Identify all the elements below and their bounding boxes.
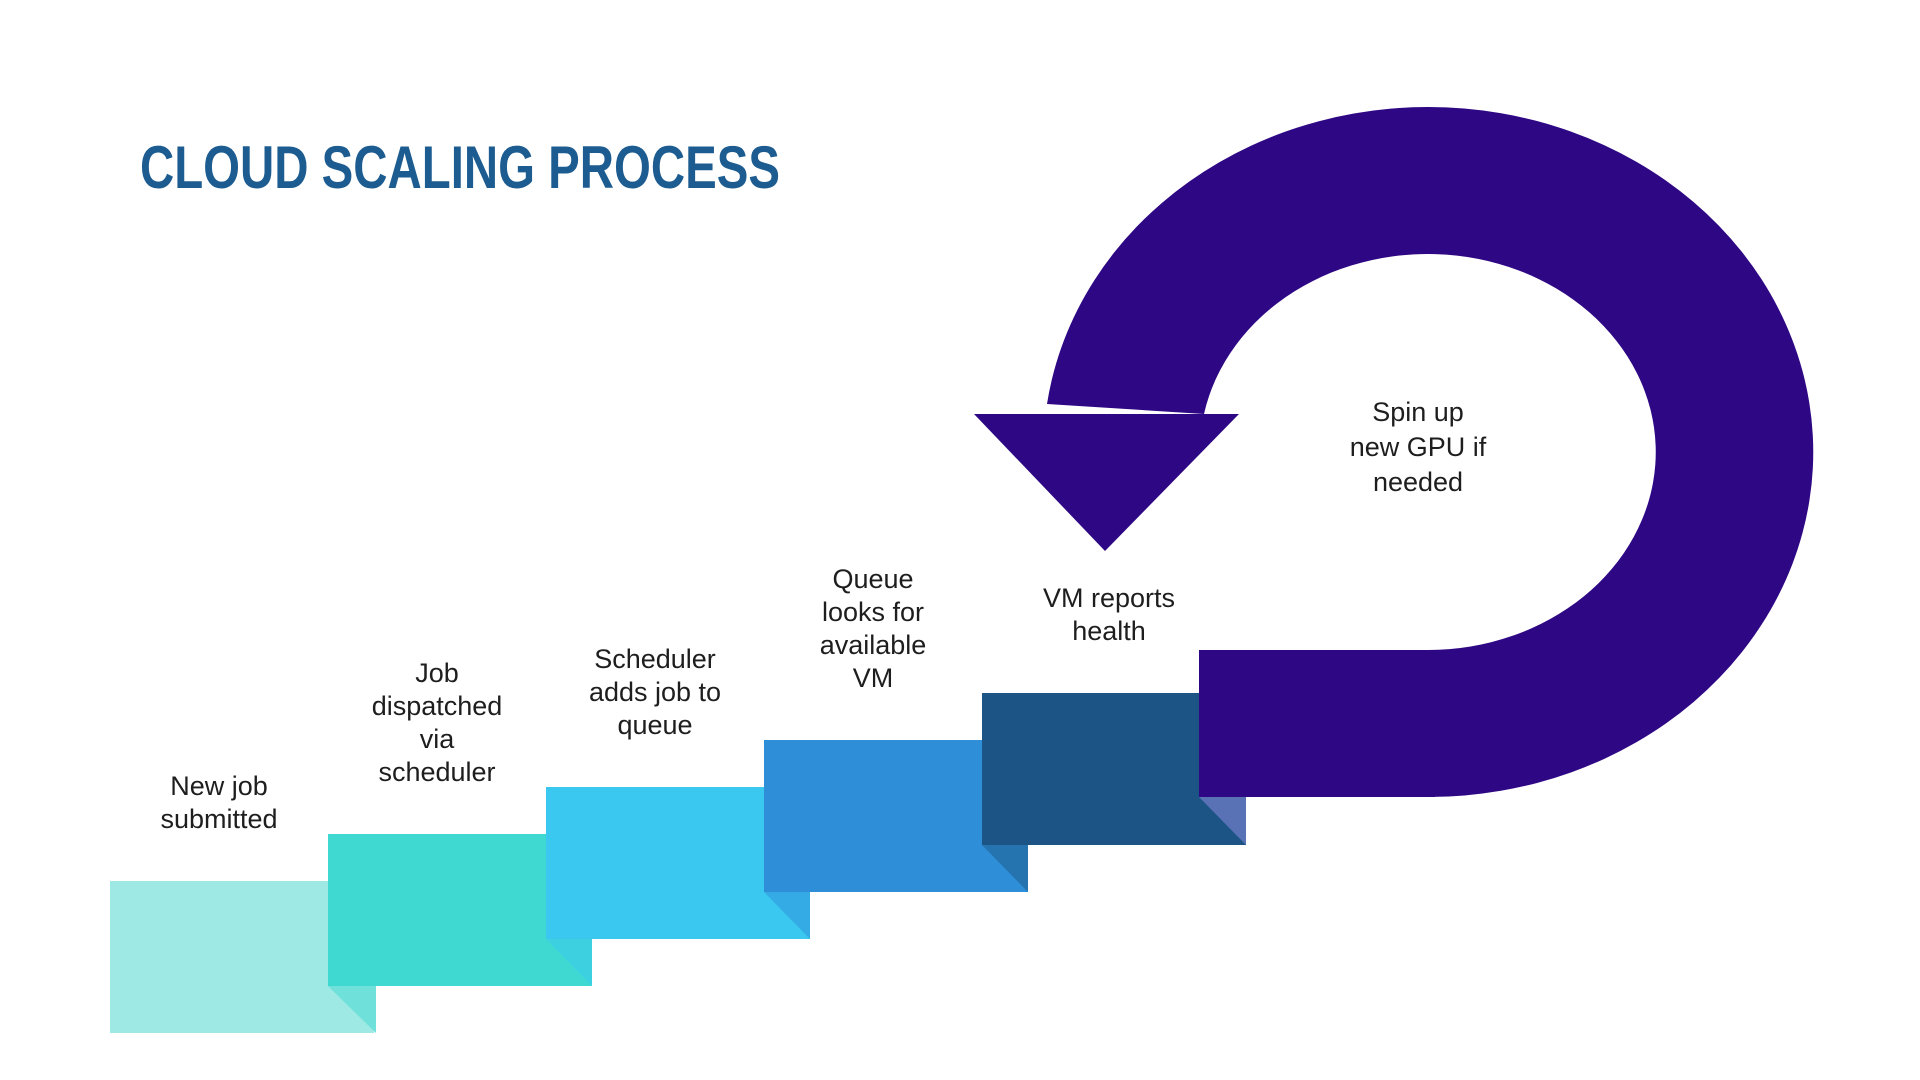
step-label-queue-looks: Queue looks for available VM — [819, 564, 927, 693]
loop-label-spin-up: Spin up new GPU if needed — [1349, 397, 1487, 497]
loop-ring-icon — [1047, 107, 1814, 798]
step-label-scheduler-adds: Scheduler adds job to queue — [588, 644, 722, 740]
step-label-new-job: New job submitted — [160, 771, 278, 834]
loop-band-over-step — [1199, 650, 1435, 797]
page-title: CLOUD SCALING PROCESS — [140, 134, 780, 201]
loop-arrowhead-icon — [974, 414, 1239, 551]
step-label-vm-reports: VM reports health — [1042, 583, 1176, 646]
step-label-job-dispatched: Job dispatched via scheduler — [371, 658, 503, 787]
